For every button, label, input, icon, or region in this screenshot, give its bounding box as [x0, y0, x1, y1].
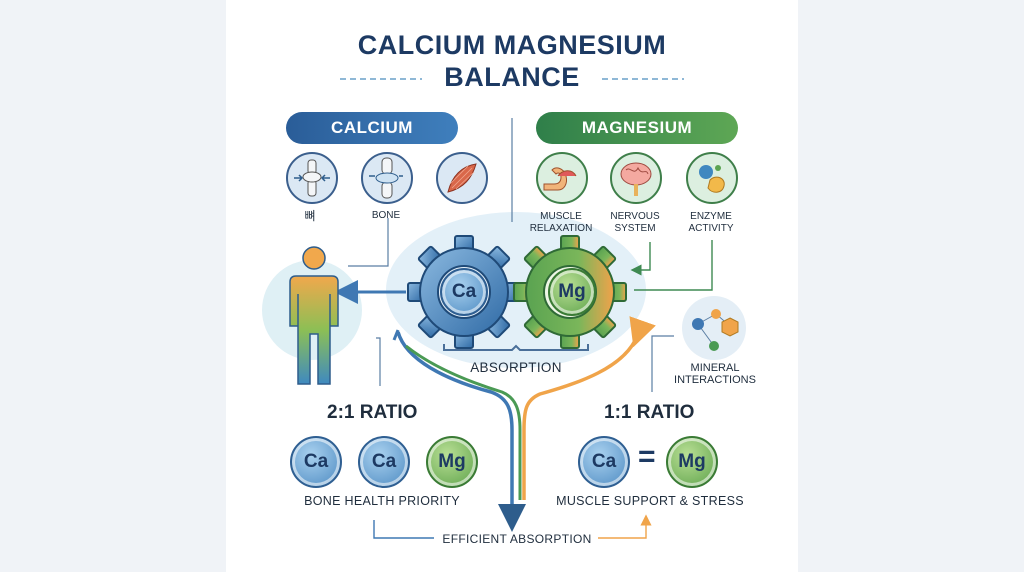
ratio-right-mg-coin: Mg	[666, 436, 718, 488]
brain-icon	[610, 152, 662, 204]
mineral-interactions-label: MINERAL INTERACTIONS	[660, 362, 770, 386]
nervous-system-line-2: SYSTEM	[614, 223, 656, 234]
ratio-1-1-label: 1:1 RATIO	[604, 402, 695, 423]
muscle-relaxation-line-2: RELAXATION	[529, 223, 593, 234]
knee-joint-icon	[361, 152, 413, 204]
flexed-arm-icon	[536, 152, 588, 204]
person-figure-icon	[289, 246, 339, 385]
ratio-right-ca-coin: Ca	[578, 436, 630, 488]
mineral-line-1: MINERAL	[690, 362, 740, 374]
magnesium-icon-label-2: NERVOUS SYSTEM	[602, 211, 668, 235]
title-line-1: CALCIUM MAGNESIUM	[357, 30, 667, 60]
magnesium-icon-label-3: ENZYME ACTIVITY	[678, 211, 744, 235]
calcium-icon-label-1: 뼈	[304, 209, 316, 223]
title-underline	[340, 78, 684, 80]
efficient-absorption-label: EFFICIENT ABSORPTION	[442, 532, 592, 546]
left-margin	[0, 0, 226, 572]
joint-arrows-icon	[286, 152, 338, 204]
absorption-label: ABSORPTION	[470, 360, 562, 375]
gear-ca-coin: Ca	[440, 268, 488, 316]
equals-sign: =	[638, 440, 656, 473]
calcium-icon-label-2: BONE	[371, 210, 401, 221]
ratio-left-ca-coin-2: Ca	[358, 436, 410, 488]
right-margin	[798, 0, 1024, 572]
mineral-line-2: INTERACTIONS	[674, 374, 756, 386]
muscle-relaxation-line-1: MUSCLE	[540, 211, 582, 222]
ratio-left-ca-coin-1: Ca	[290, 436, 342, 488]
enzyme-icon	[686, 152, 738, 204]
mineral-molecule-icon	[692, 309, 739, 351]
magnesium-header: MAGNESIUM	[536, 112, 738, 144]
enzyme-activity-line-1: ENZYME	[690, 211, 732, 222]
ratio-2-1-label: 2:1 RATIO	[327, 402, 418, 423]
gear-mg-coin: Mg	[548, 268, 596, 316]
magnesium-icon-label-1: MUSCLE RELAXATION	[528, 211, 594, 235]
nervous-system-line-1: NERVOUS	[610, 211, 660, 222]
muscle-fiber-icon	[436, 152, 488, 204]
enzyme-activity-line-2: ACTIVITY	[688, 223, 734, 234]
calcium-header: CALCIUM	[286, 112, 458, 144]
bone-health-priority-caption: BONE HEALTH PRIORITY	[304, 494, 460, 508]
title-line-2: BALANCE	[444, 62, 580, 92]
muscle-support-caption: MUSCLE SUPPORT & STRESS	[556, 494, 744, 508]
ratio-left-mg-coin: Mg	[426, 436, 478, 488]
